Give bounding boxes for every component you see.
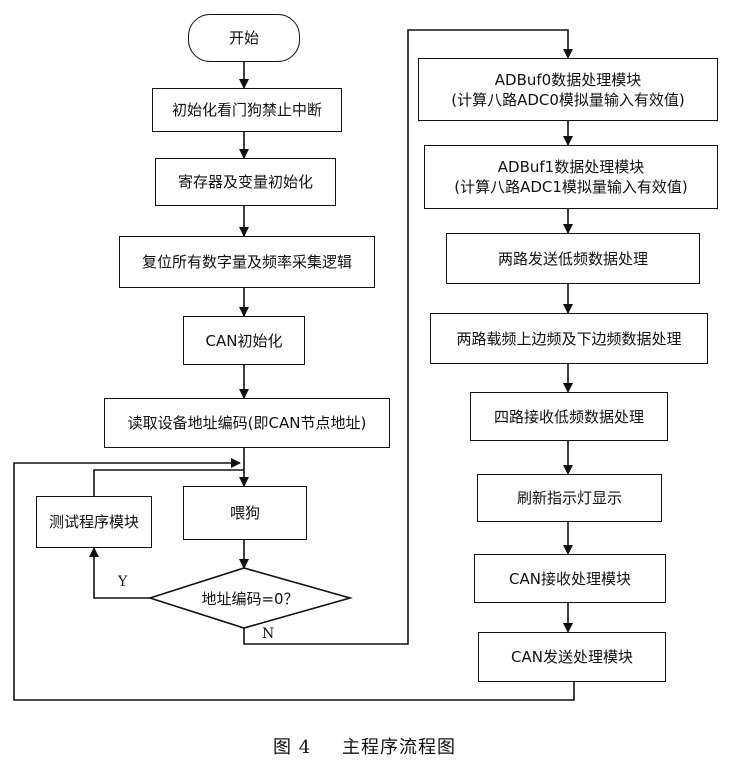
step-init-watchdog: 初始化看门狗禁止中断 <box>152 88 342 132</box>
figure-title: 主程序流程图 <box>341 737 456 758</box>
step-can-receive: CAN接收处理模块 <box>474 554 666 603</box>
step-receive-low-freq-label: 四路接收低频数据处理 <box>493 407 644 426</box>
step-read-address-label: 读取设备地址编码(即CAN节点地址) <box>127 414 367 432</box>
step-can-init-label: CAN初始化 <box>205 331 283 350</box>
arrow-no-to-right-column <box>243 29 573 645</box>
step-adbuf0-title: ADBuf0数据处理模块 <box>494 70 642 89</box>
step-adbuf1-detail: (计算八路ADC1模拟量输入有效值) <box>454 178 688 196</box>
step-can-receive-label: CAN接收处理模块 <box>509 569 631 588</box>
step-init-registers: 寄存器及变量初始化 <box>155 158 336 206</box>
no-label: N <box>262 626 275 642</box>
step-feed-dog: 喂狗 <box>183 486 307 540</box>
step-can-init: CAN初始化 <box>183 316 305 365</box>
step-feed-dog-label: 喂狗 <box>229 504 260 522</box>
step-read-address: 读取设备地址编码(即CAN节点地址) <box>104 398 390 448</box>
step-carrier-sidebands: 两路载频上边频及下边频数据处理 <box>430 313 708 364</box>
step-init-watchdog-label: 初始化看门狗禁止中断 <box>171 101 322 119</box>
yes-label: Y <box>118 574 128 590</box>
step-reset-digital-label: 复位所有数字量及频率采集逻辑 <box>141 253 352 271</box>
step-send-low-freq-label: 两路发送低频数据处理 <box>497 249 648 268</box>
start-label: 开始 <box>228 29 259 47</box>
step-send-low-freq: 两路发送低频数据处理 <box>446 233 700 284</box>
step-reset-digital: 复位所有数字量及频率采集逻辑 <box>119 236 375 288</box>
line-test-module-return <box>93 469 244 496</box>
step-adbuf1: ADBuf1数据处理模块 (计算八路ADC1模拟量输入有效值) <box>424 145 718 209</box>
arrow-main-loop-return <box>13 458 575 701</box>
step-adbuf1-title: ADBuf1数据处理模块 <box>497 158 645 176</box>
step-test-module: 测试程序模块 <box>36 496 152 548</box>
decision-diamond <box>147 567 353 629</box>
step-init-registers-label: 寄存器及变量初始化 <box>177 173 313 191</box>
step-adbuf0-detail: (计算八路ADC0模拟量输入有效值) <box>451 90 685 109</box>
step-carrier-sidebands-label: 两路载频上边频及下边频数据处理 <box>456 329 682 348</box>
start-terminal: 开始 <box>188 14 300 62</box>
step-refresh-led: 刷新指示灯显示 <box>477 474 662 522</box>
step-adbuf0: ADBuf0数据处理模块 (计算八路ADC0模拟量输入有效值) <box>418 58 718 121</box>
step-test-module-label: 测试程序模块 <box>48 513 139 531</box>
arrow-yes-to-test-module <box>89 547 150 599</box>
figure-caption: 图 4 主程序流程图 <box>0 733 729 759</box>
step-can-send: CAN发送处理模块 <box>478 632 666 682</box>
step-can-send-label: CAN发送处理模块 <box>511 648 633 666</box>
step-refresh-led-label: 刷新指示灯显示 <box>516 489 622 507</box>
step-receive-low-freq: 四路接收低频数据处理 <box>470 392 668 441</box>
decision-label: 地址编码=0？ <box>201 590 299 608</box>
figure-number: 图 4 <box>273 737 312 758</box>
